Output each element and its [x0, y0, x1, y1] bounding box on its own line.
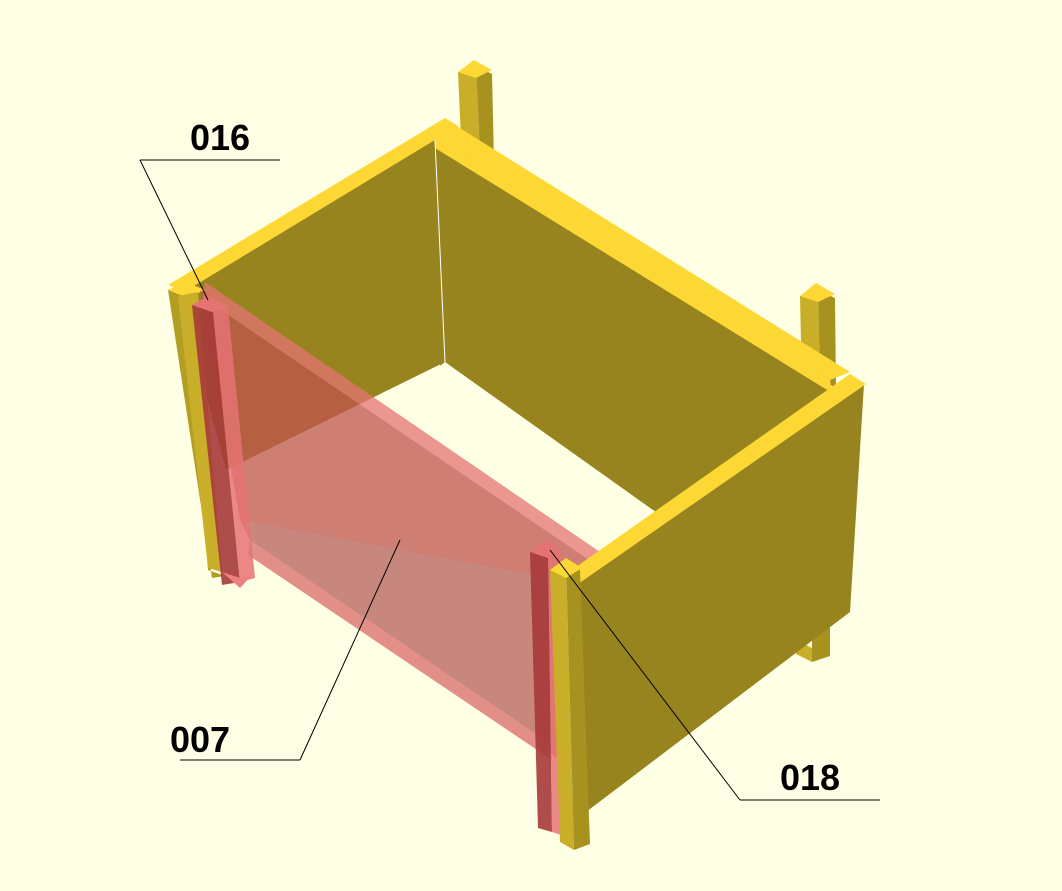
callout-016: 016: [139, 117, 280, 301]
post-front-left-outer: [168, 282, 225, 578]
callout-018-label: 018: [780, 757, 840, 798]
callout-007: 007: [170, 539, 401, 761]
callout-016-label: 016: [190, 117, 250, 158]
callout-018-pointer: [549, 549, 741, 801]
callout-007-label: 007: [170, 719, 230, 760]
part-016-post: [192, 296, 255, 588]
callout-018: 018: [549, 549, 880, 801]
post-front-right-outer: [550, 558, 590, 850]
part-007-front-panel: [200, 282, 600, 760]
callout-007-pointer: [299, 539, 401, 761]
callout-016-pointer: [139, 159, 209, 301]
panel-back: [435, 125, 850, 515]
